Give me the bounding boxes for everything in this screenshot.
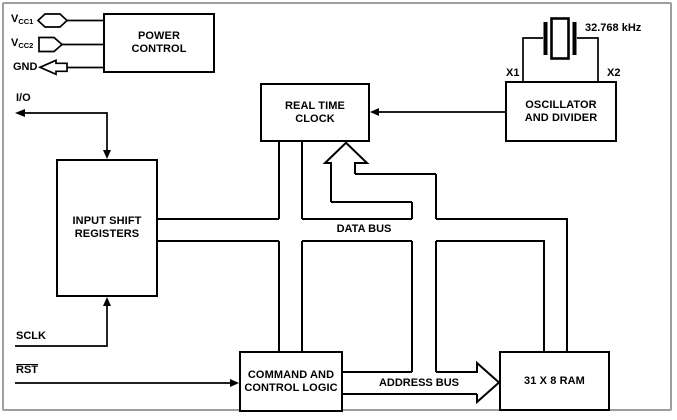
vcc1-pin-label: VCC1 [11, 13, 33, 26]
sclk-wire [15, 304, 108, 347]
real-time-clock-block: REAL TIME CLOCK [260, 83, 370, 142]
bus-outlines [158, 141, 568, 405]
crystal-body [550, 17, 570, 60]
vcc1-pin-symbol [36, 13, 69, 28]
isr-label-line2: REGISTERS [74, 228, 140, 240]
oscillator-label-line2: AND DIVIDER [524, 111, 598, 124]
vcc1-main: V [11, 13, 19, 25]
io-wire [20, 112, 108, 152]
gnd-pin-label: GND [13, 61, 38, 73]
power-control-block: POWER CONTROL [103, 13, 215, 73]
crystal-right-plate [572, 22, 577, 55]
rst-overline-text: RST [16, 364, 38, 376]
ccl-label-line2: CONTROL LOGIC [244, 381, 338, 394]
data-bus-outline [158, 218, 568, 351]
data-bus-label: DATA BUS [336, 223, 392, 235]
sclk-up-arrow [103, 297, 111, 306]
address-bus-outline [343, 360, 501, 405]
crystal-frequency-label: 32.768 kHz [585, 22, 642, 34]
rtc-label-line2: CLOCK [295, 112, 335, 125]
rtc-ccl-bus [278, 142, 303, 351]
pin-symbols [36, 13, 69, 76]
ram-label: 31 X 8 RAM [524, 374, 585, 387]
power-control-label-line2: CONTROL [131, 43, 187, 55]
gnd-pin-symbol [37, 59, 68, 76]
oscillator-label-line1: OSCILLATOR [525, 98, 597, 111]
io-pin-label: I/O [16, 92, 31, 104]
crystal-left-plate [543, 22, 548, 55]
ccl-label-line1: COMMAND AND [247, 368, 335, 381]
command-control-logic-block: COMMAND AND CONTROL LOGIC [239, 351, 343, 412]
rtc-label-line1: REAL TIME [285, 99, 345, 112]
rst-pin-label: RST [16, 364, 38, 376]
x2-pin-label: X2 [607, 67, 621, 79]
ram-block: 31 X 8 RAM [499, 351, 610, 411]
crystal-icon [543, 17, 577, 60]
crystal-wires [522, 37, 599, 81]
vcc2-pin-label: VCC2 [11, 37, 33, 50]
x1-pin-label: X1 [506, 67, 520, 79]
rtc-bus-arrow [322, 141, 437, 372]
address-bus-label: ADDRESS BUS [378, 377, 460, 389]
oscillator-divider-block: OSCILLATOR AND DIVIDER [505, 81, 617, 142]
io-down-arrow [103, 150, 111, 159]
input-shift-registers-block: INPUT SHIFT REGISTERS [56, 159, 158, 297]
sclk-pin-label: SCLK [16, 330, 46, 342]
vcc2-main: V [11, 37, 19, 49]
oscillator-rtc-left-arrow [370, 108, 379, 116]
pin-connector-lines [15, 19, 599, 384]
arrowheads [15, 108, 379, 387]
vcc1-sub: CC1 [18, 17, 34, 26]
rst-right-arrow [230, 379, 239, 387]
power-control-label-line1: POWER [137, 30, 181, 42]
vcc2-pin-symbol [38, 36, 64, 53]
vcc2-sub: CC2 [18, 41, 34, 50]
io-left-arrow [15, 109, 25, 117]
isr-label-line1: INPUT SHIFT [72, 215, 142, 227]
